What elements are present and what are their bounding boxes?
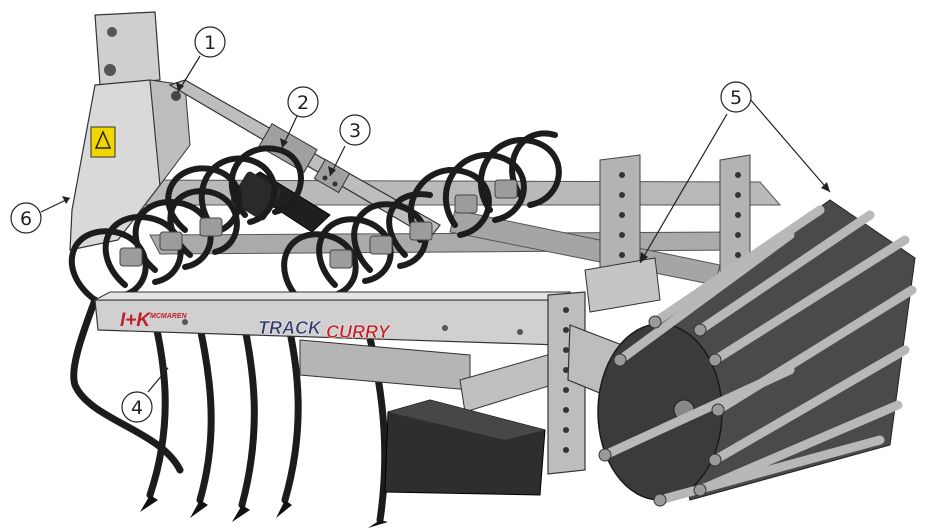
callout-3-label: 3: [349, 120, 361, 142]
rear-adjustment-brackets: [599, 154, 751, 291]
front-cross-beam: [94, 291, 572, 346]
callout-1-label: 1: [204, 32, 216, 54]
brand-logo-mark: I+K: [120, 310, 151, 331]
callout-2-label: 2: [297, 92, 309, 114]
callout-6: 6: [10, 202, 42, 234]
callout-2: 2: [287, 86, 319, 118]
tine-points: [140, 495, 388, 528]
top-link-arm: [168, 79, 441, 239]
model-name-track: TRACK: [258, 318, 323, 338]
callout-4: 4: [121, 391, 153, 423]
model-name-curry: CURRY: [326, 322, 392, 342]
cage-roller: [597, 199, 917, 507]
spring-tines-front: [68, 188, 433, 303]
callout-5-label: 5: [730, 87, 742, 109]
callout-4-label: 4: [131, 397, 143, 419]
leader-arrowheads: [62, 82, 830, 374]
brand-logo: I+K MCMAREN: [120, 310, 187, 331]
spring-tines-back: [165, 130, 562, 243]
spring-hubs: [119, 179, 518, 269]
headstock-tower: [69, 11, 191, 251]
callout-6-label: 6: [20, 208, 32, 230]
depth-wheel-housing: [384, 399, 546, 496]
callout-3: 3: [339, 114, 371, 146]
model-name: TRACK CURRY: [258, 318, 392, 342]
callout-5: 5: [720, 81, 752, 113]
callout-1: 1: [194, 26, 226, 58]
warning-sticker: [90, 126, 116, 158]
brand-logo-sub: MCMAREN: [150, 313, 187, 320]
